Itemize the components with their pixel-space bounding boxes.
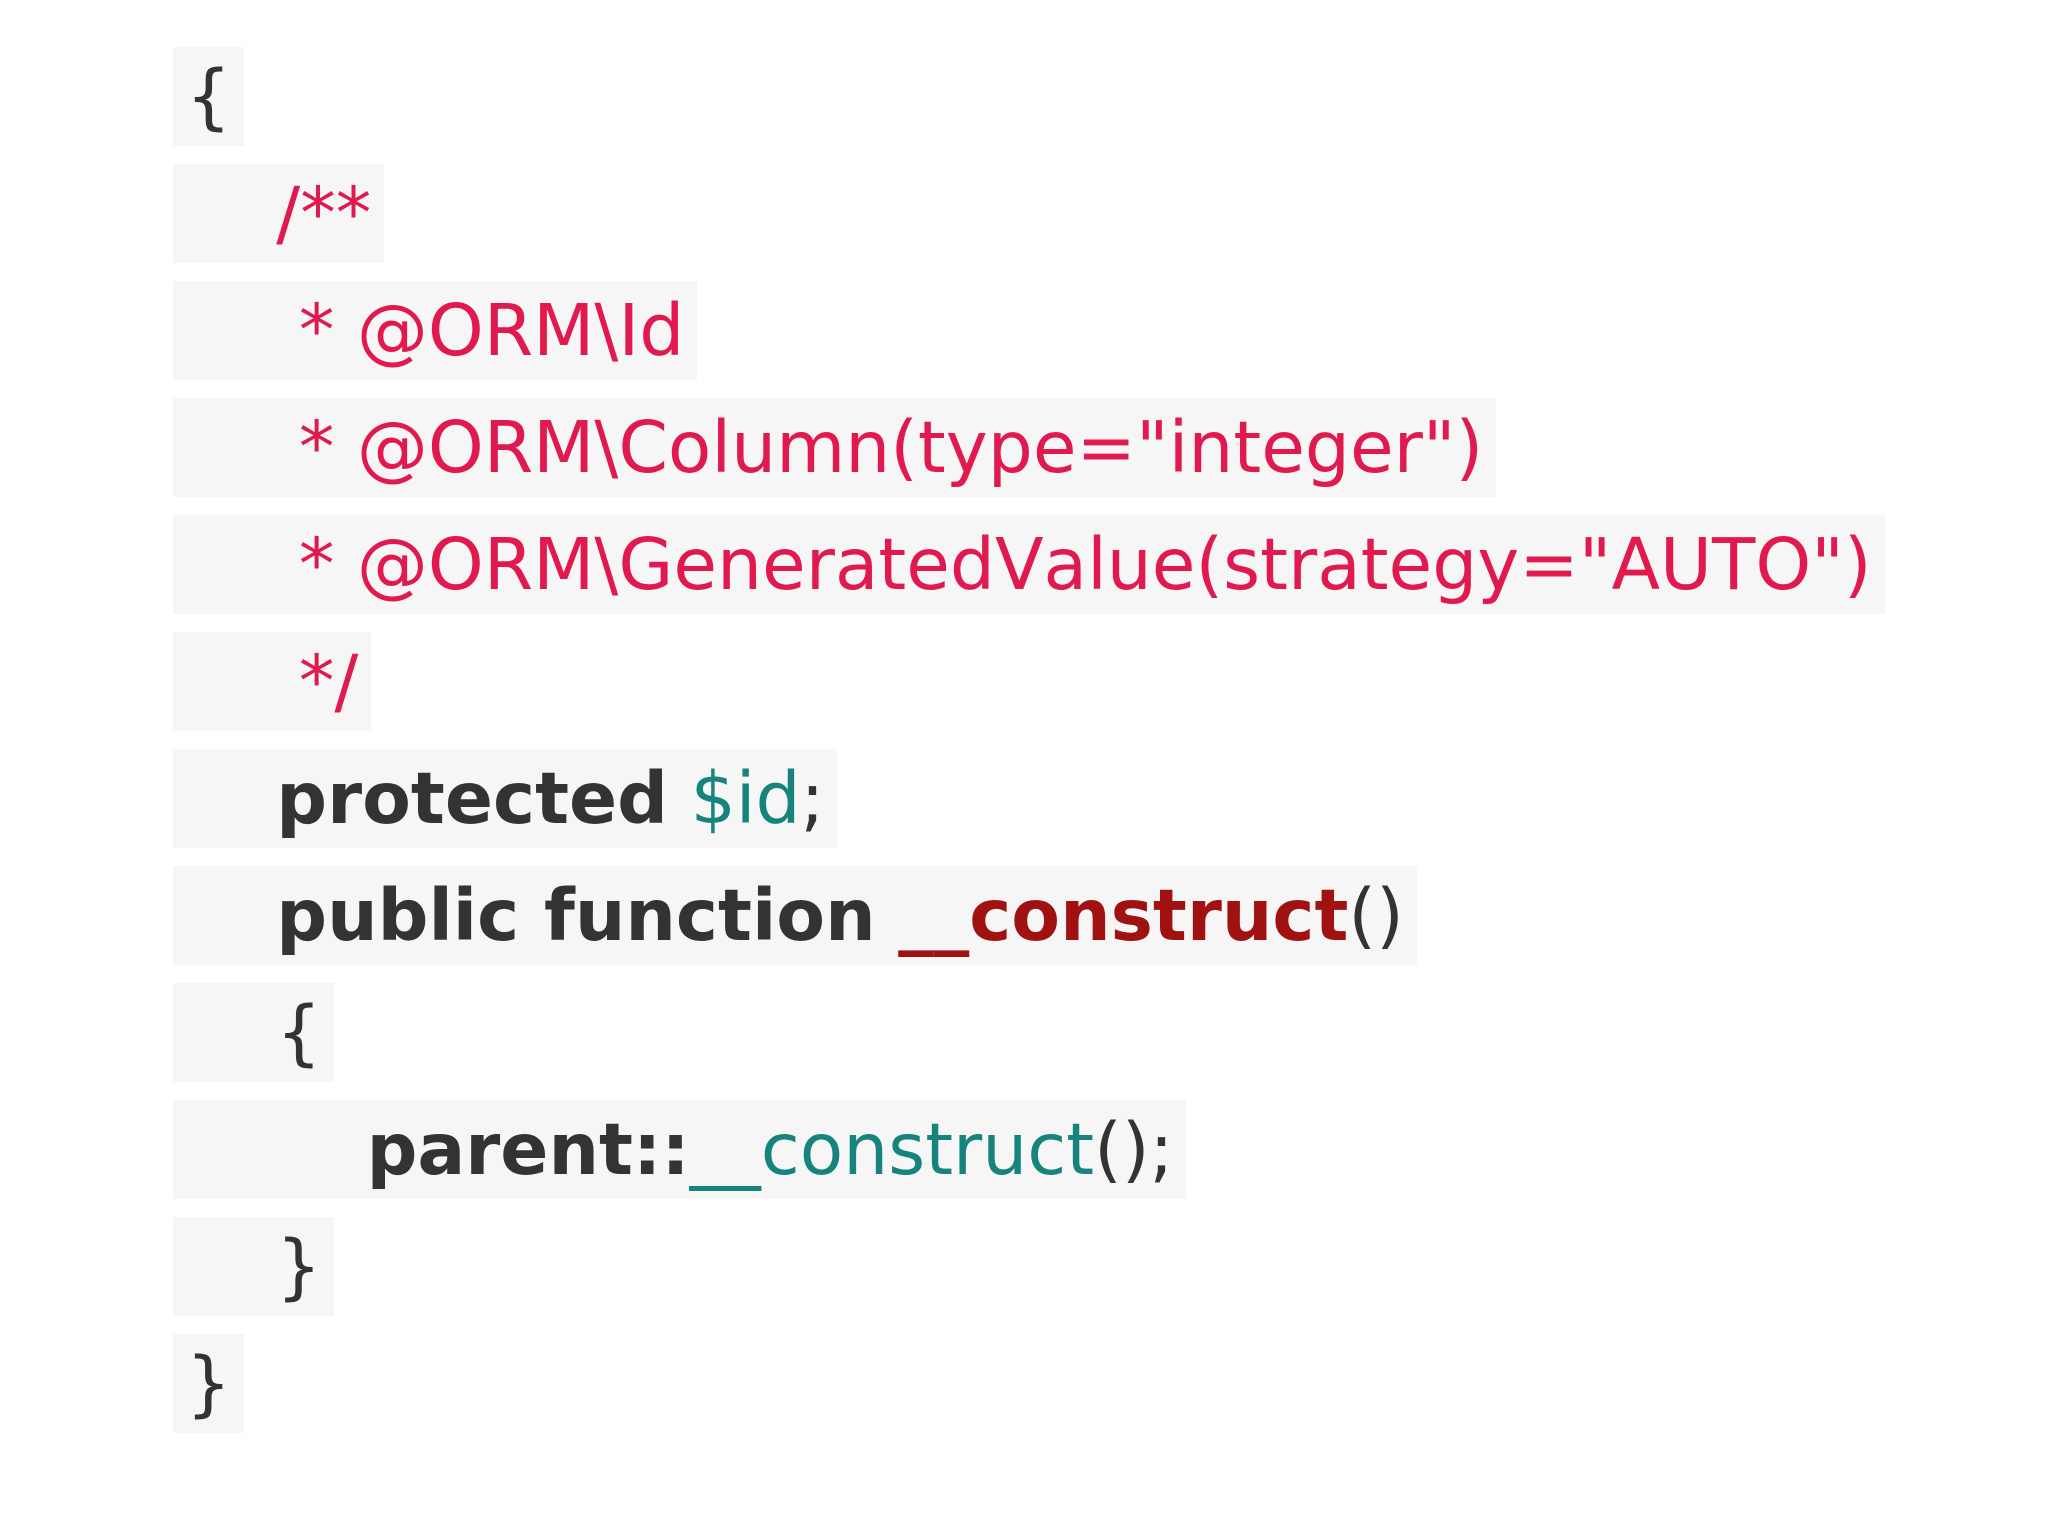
code-segment-plain [186, 757, 276, 840]
code-segment-plain [186, 1108, 367, 1191]
code-segment-function-call: __construct [689, 1107, 1095, 1191]
code-segment-variable: $id [690, 756, 801, 840]
code-line-highlight: public function __construct() [173, 865, 1417, 966]
code-segment-comment: * @ORM\GeneratedValue(strategy="AUTO") [298, 522, 1872, 606]
code-line-highlight: * @ORM\Column(type="integer") [173, 397, 1497, 498]
code-line-highlight: * @ORM\Id [173, 280, 698, 381]
code-segment-plain [186, 640, 299, 723]
code-line-highlight: { [173, 982, 335, 1083]
code-segment-plain: } [186, 1341, 232, 1425]
code-segment-comment: /** [276, 171, 372, 255]
code-line: * @ORM\Id [173, 272, 2048, 389]
code-line: parent::__construct(); [173, 1091, 2048, 1208]
code-line-highlight: } [173, 1216, 335, 1317]
code-line-highlight: /** [173, 163, 385, 264]
code-segment-keyword: protected [276, 756, 668, 840]
code-segment-comment: * @ORM\Id [298, 288, 685, 372]
code-segment-plain [186, 406, 299, 489]
code-segment-plain: } [276, 1224, 322, 1308]
code-segment-plain: { [186, 54, 232, 138]
code-segment-plain [186, 991, 276, 1074]
code-line-highlight: * @ORM\GeneratedValue(strategy="AUTO") [173, 514, 1885, 615]
code-segment-plain [186, 874, 276, 957]
code-segment-plain: () [1348, 873, 1404, 957]
code-segment-plain: { [276, 990, 322, 1074]
code-line-highlight: parent::__construct(); [173, 1099, 1187, 1200]
code-segment-plain: (); [1094, 1107, 1174, 1191]
code-segment-keyword: public function [276, 873, 876, 957]
code-line: */ [173, 623, 2048, 740]
code-segment-plain [186, 1225, 276, 1308]
code-segment-function-def: __construct [898, 873, 1349, 957]
code-segment-comment: * @ORM\Column(type="integer") [298, 405, 1484, 489]
code-segment-plain [186, 172, 276, 255]
code-segment-plain [668, 757, 691, 840]
code-segment-plain [876, 874, 899, 957]
code-segment-plain [186, 289, 299, 372]
code-line: /** [173, 155, 2048, 272]
code-line: public function __construct() [173, 857, 2048, 974]
code-line: { [173, 38, 2048, 155]
code-segment-keyword: parent:: [366, 1107, 690, 1191]
code-line-highlight: } [173, 1333, 245, 1434]
code-line: } [173, 1325, 2048, 1442]
code-line: * @ORM\GeneratedValue(strategy="AUTO") [173, 506, 2048, 623]
code-line: protected $id; [173, 740, 2048, 857]
code-line-highlight: { [173, 46, 245, 147]
code-segment-plain: ; [800, 756, 825, 840]
code-line-highlight: */ [173, 631, 372, 732]
code-segment-comment: */ [298, 639, 359, 723]
code-line: } [173, 1208, 2048, 1325]
code-line: { [173, 974, 2048, 1091]
code-line: * @ORM\Column(type="integer") [173, 389, 2048, 506]
code-line-highlight: protected $id; [173, 748, 838, 849]
code-block: { /** * @ORM\Id * @ORM\Column(type="inte… [173, 38, 2048, 1442]
code-segment-plain [186, 523, 299, 606]
